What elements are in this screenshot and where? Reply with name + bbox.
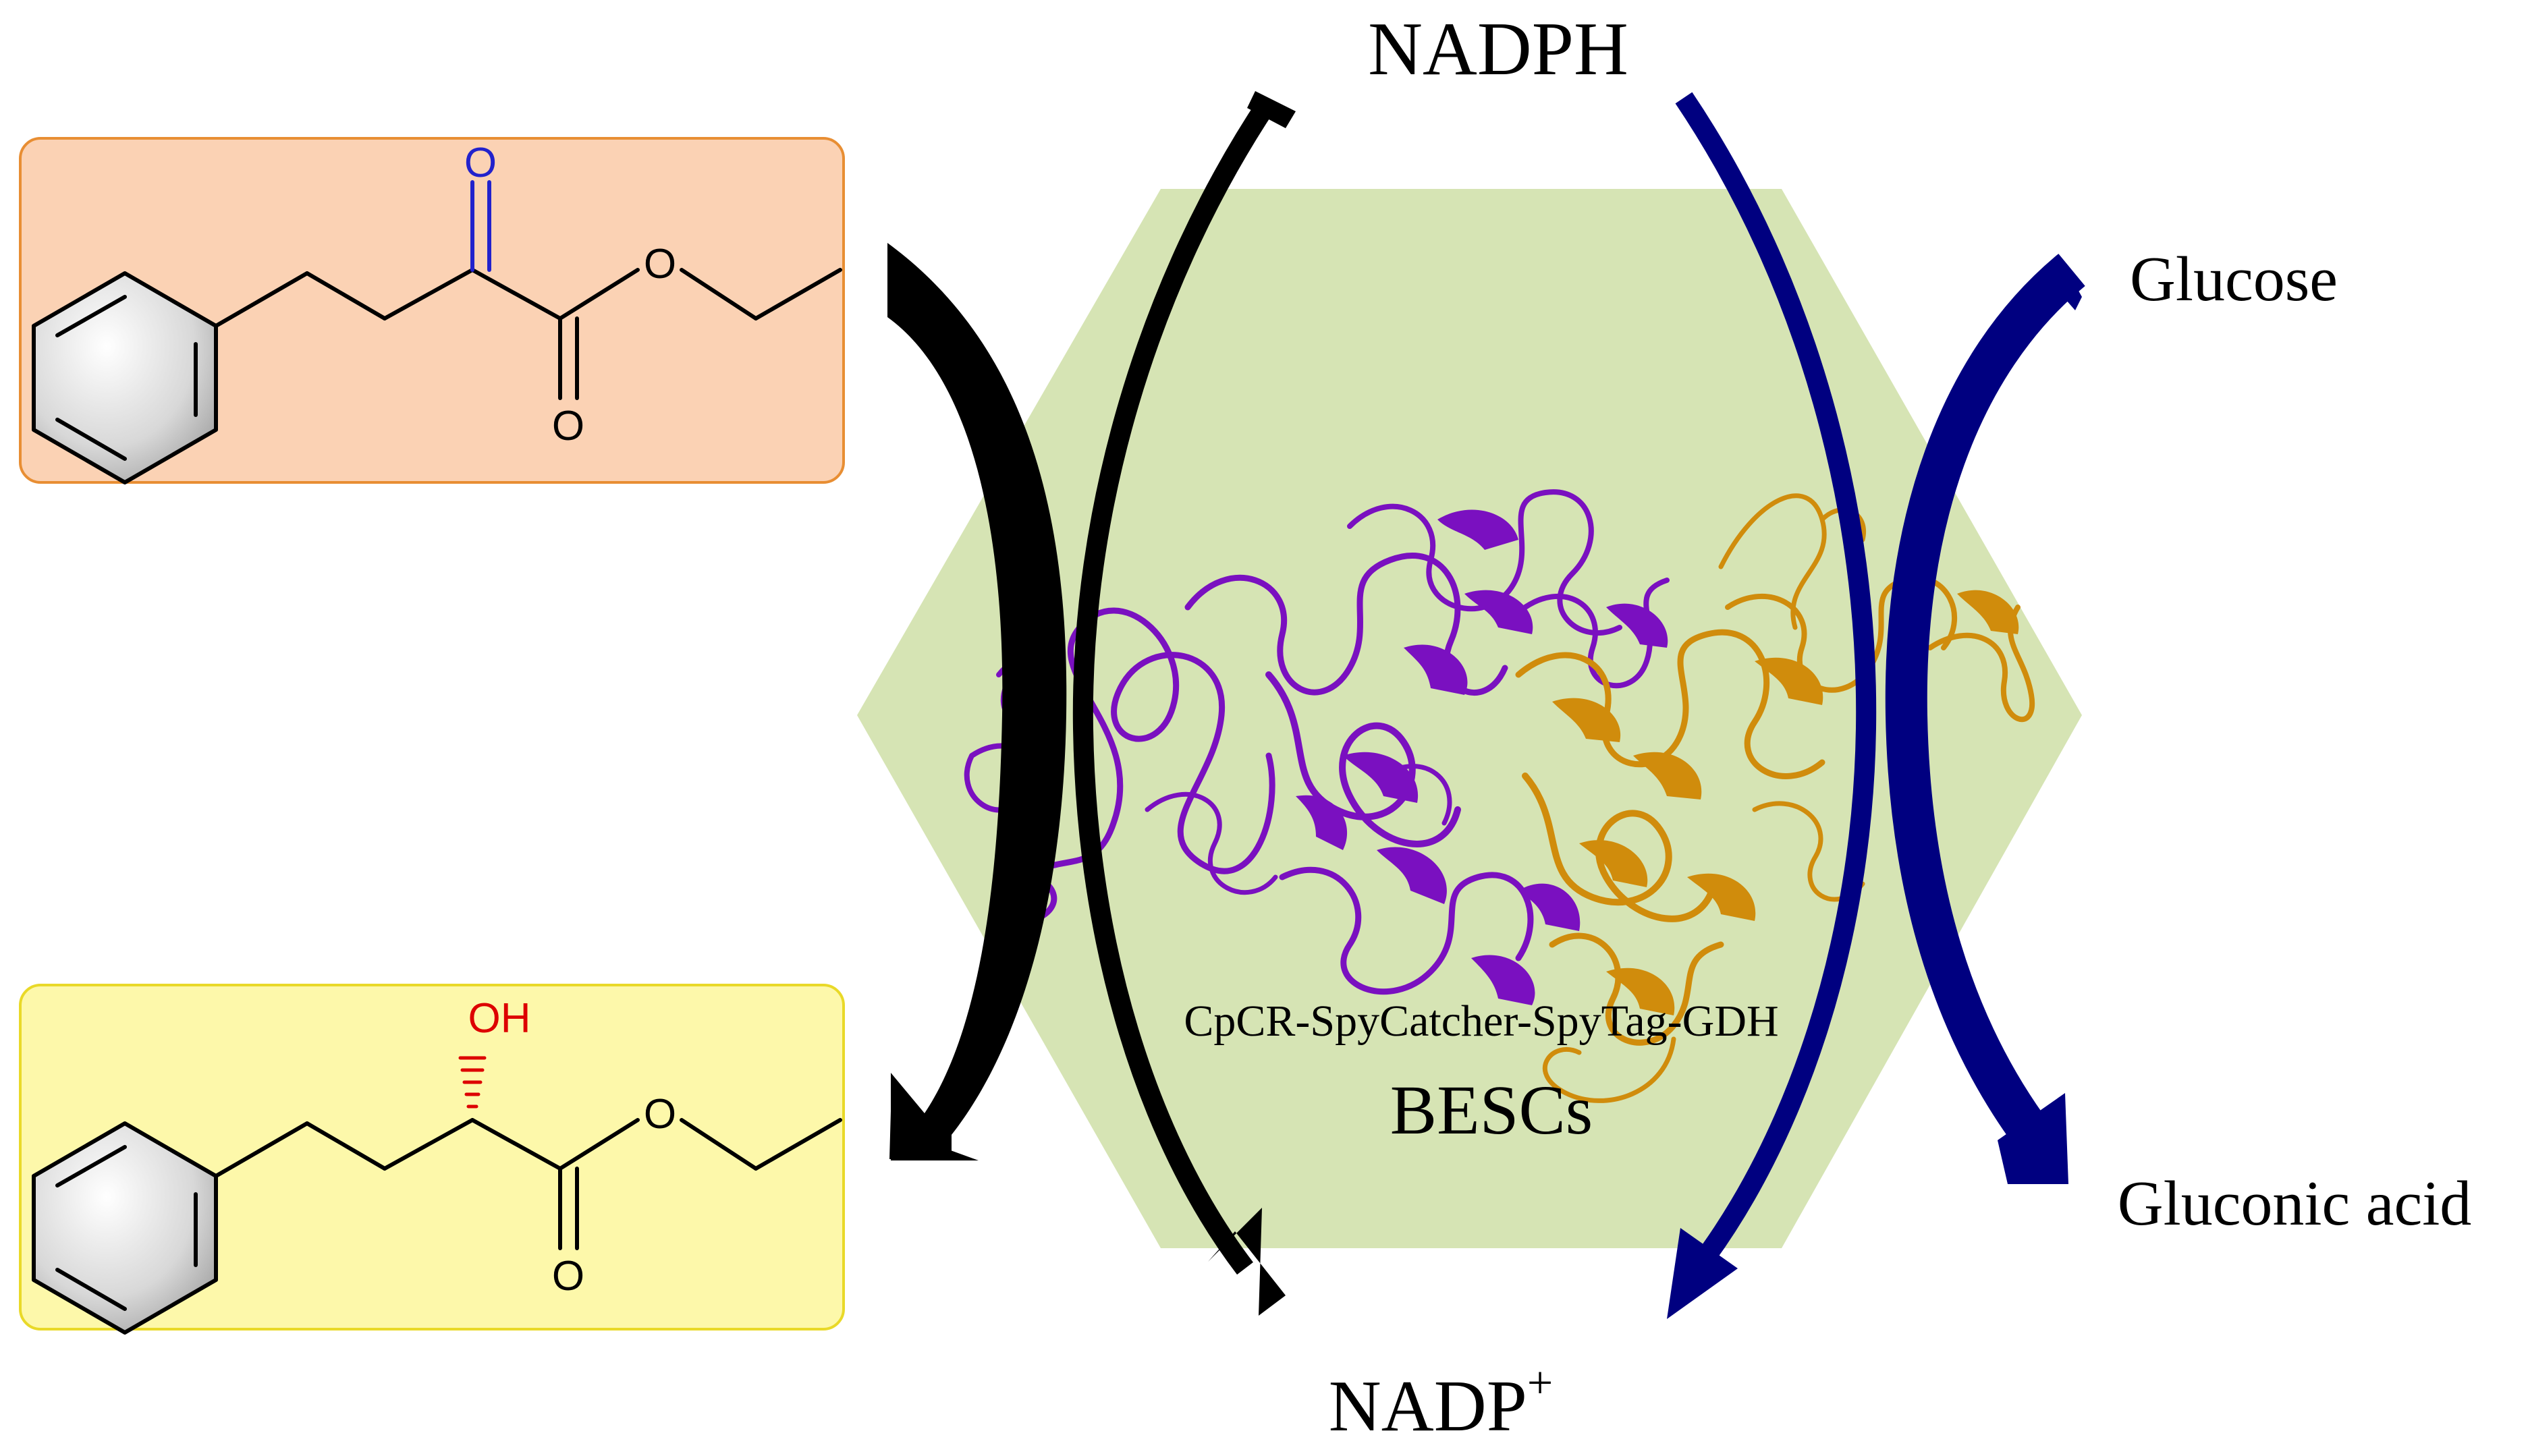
glucose-arrow-tail bbox=[2052, 267, 2082, 310]
substrate-ester-oxygen: O bbox=[644, 241, 676, 287]
substrate-to-product-arrow-body bbox=[887, 243, 1067, 1160]
nadph-arrow-tail bbox=[1247, 91, 1296, 128]
product-ester-oxygen: O bbox=[644, 1091, 676, 1138]
product-carbonyl-oxygen: O bbox=[552, 1253, 584, 1299]
product-hydroxyl: OH bbox=[468, 995, 531, 1042]
nadp-regeneration-arrow bbox=[1675, 92, 1877, 1275]
product-structure bbox=[32, 1118, 842, 1335]
nadp-label-base: NADP bbox=[1329, 1366, 1527, 1447]
substrate-carbonyl-oxygen: O bbox=[552, 403, 584, 449]
substrate-ketone-oxygen: O bbox=[464, 140, 497, 186]
nadp-label-superscript: + bbox=[1527, 1357, 1553, 1408]
enzyme-construct-label: CpCR-SpyCatcher-SpyTag-GDH bbox=[1184, 997, 1778, 1046]
nadp-label: NADP+ bbox=[1329, 1357, 1553, 1447]
glucose-to-gluconic-arrow bbox=[1885, 254, 2085, 1146]
protein-gdh-helices bbox=[1552, 590, 2019, 1015]
nadph-to-nadp-arrow bbox=[1072, 95, 1277, 1275]
glucose-to-gluconic-arrowhead bbox=[1998, 1093, 2068, 1184]
substrate-structure bbox=[32, 180, 842, 484]
nadph-to-nadp-arrowhead bbox=[1208, 1208, 1286, 1316]
product-box bbox=[19, 984, 845, 1331]
protein-cpcr-helices bbox=[1296, 509, 1668, 1005]
gluconic-acid-label: Gluconic acid bbox=[2118, 1169, 2472, 1239]
nadp-regeneration-arrowhead bbox=[1667, 1228, 1738, 1319]
product-hashed-wedge bbox=[458, 1056, 487, 1109]
substrate-box bbox=[19, 137, 845, 484]
besc-hexagon bbox=[857, 189, 2082, 1248]
nadph-label: NADPH bbox=[1368, 7, 1628, 91]
besc-label: BESCs bbox=[1390, 1071, 1593, 1149]
glucose-label: Glucose bbox=[2130, 244, 2338, 314]
